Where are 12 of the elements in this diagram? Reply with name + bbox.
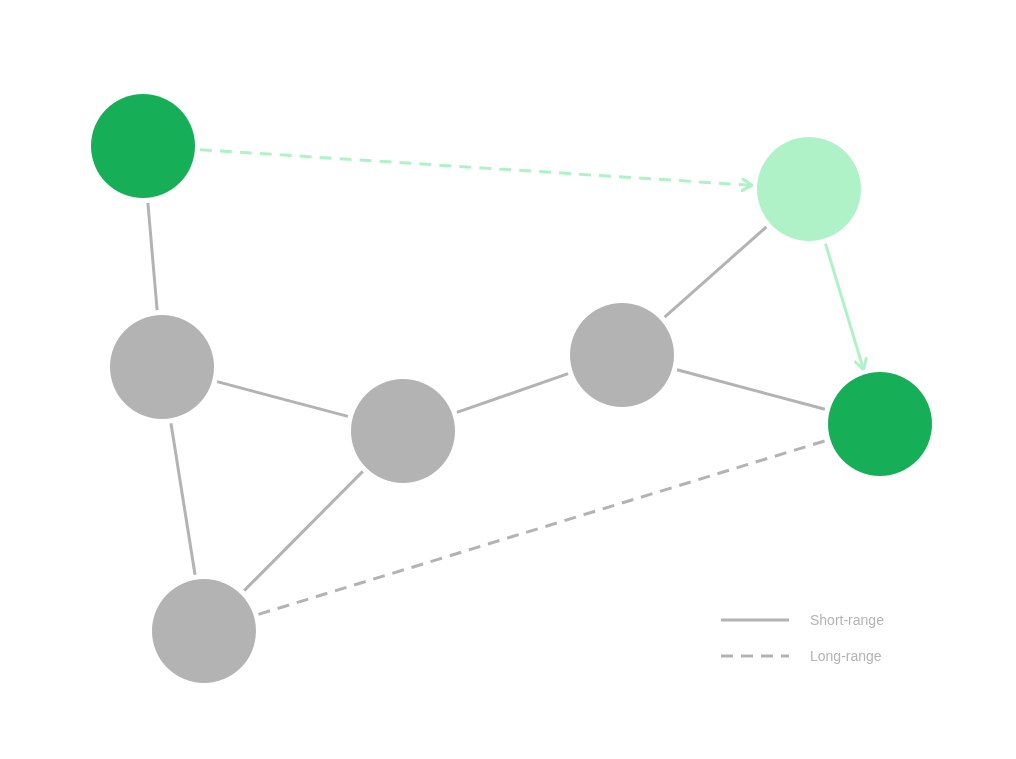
arrow xyxy=(199,148,754,193)
legend-label: Long-range xyxy=(810,646,882,666)
connector-line xyxy=(676,368,826,411)
legend-label: Short-range xyxy=(810,610,884,630)
connector-line xyxy=(216,380,349,418)
connector-line xyxy=(243,470,364,592)
connector-line xyxy=(146,202,159,311)
arrow xyxy=(824,243,868,371)
connector-line xyxy=(663,225,768,319)
connector-line xyxy=(456,372,569,414)
connector-line xyxy=(169,423,197,575)
connector-line xyxy=(258,439,826,616)
